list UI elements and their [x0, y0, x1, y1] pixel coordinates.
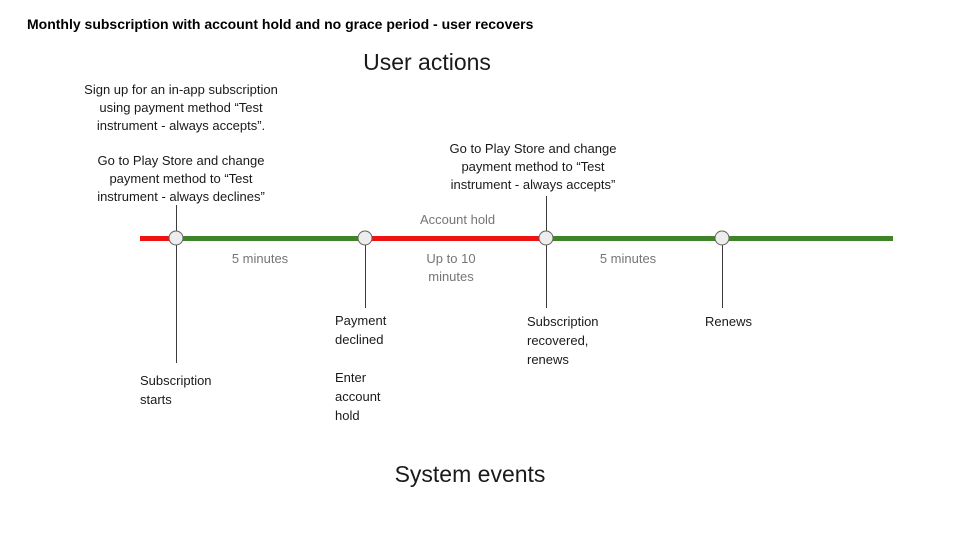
- annotation-change-to-declines: Go to Play Store and change payment meth…: [97, 153, 265, 204]
- duration-label-2: Up to 10 minutes: [426, 251, 476, 284]
- timeline-segment-active-green: [176, 236, 365, 241]
- system-events-heading: System events: [394, 461, 546, 487]
- timeline-node-subscription-starts: [168, 230, 184, 246]
- diagram-title: Monthly subscription with account hold a…: [27, 16, 534, 32]
- timeline-node-subscription-recovered: [538, 230, 554, 246]
- annotation-signup: Sign up for an in-app subscription using…: [84, 82, 278, 133]
- event-enter-account-hold: Enter account hold: [335, 370, 381, 423]
- event-renews: Renews: [705, 314, 752, 329]
- annotation-change-to-accepts: Go to Play Store and change payment meth…: [449, 141, 617, 192]
- event-subscription-recovered: Subscription recovered, renews: [527, 314, 599, 367]
- connector-line-subscription-starts: [176, 205, 177, 363]
- event-subscription-starts: Subscription starts: [140, 373, 212, 407]
- connector-line-subscription-recovered: [546, 196, 547, 308]
- user-actions-heading: User actions: [363, 49, 491, 75]
- connector-line-renews: [722, 238, 723, 308]
- event-payment-declined: Payment declined: [335, 313, 387, 347]
- timeline-node-payment-declined: [357, 230, 373, 246]
- duration-label-1: 5 minutes: [231, 251, 289, 266]
- connector-line-payment-declined: [365, 238, 366, 308]
- account-hold-label: Account hold: [420, 212, 496, 227]
- timeline-node-renews: [714, 230, 730, 246]
- duration-label-3: 5 minutes: [599, 251, 657, 266]
- timeline-segment-pre-start-red: [140, 236, 176, 241]
- timeline-segment-account-hold-red: [365, 236, 546, 241]
